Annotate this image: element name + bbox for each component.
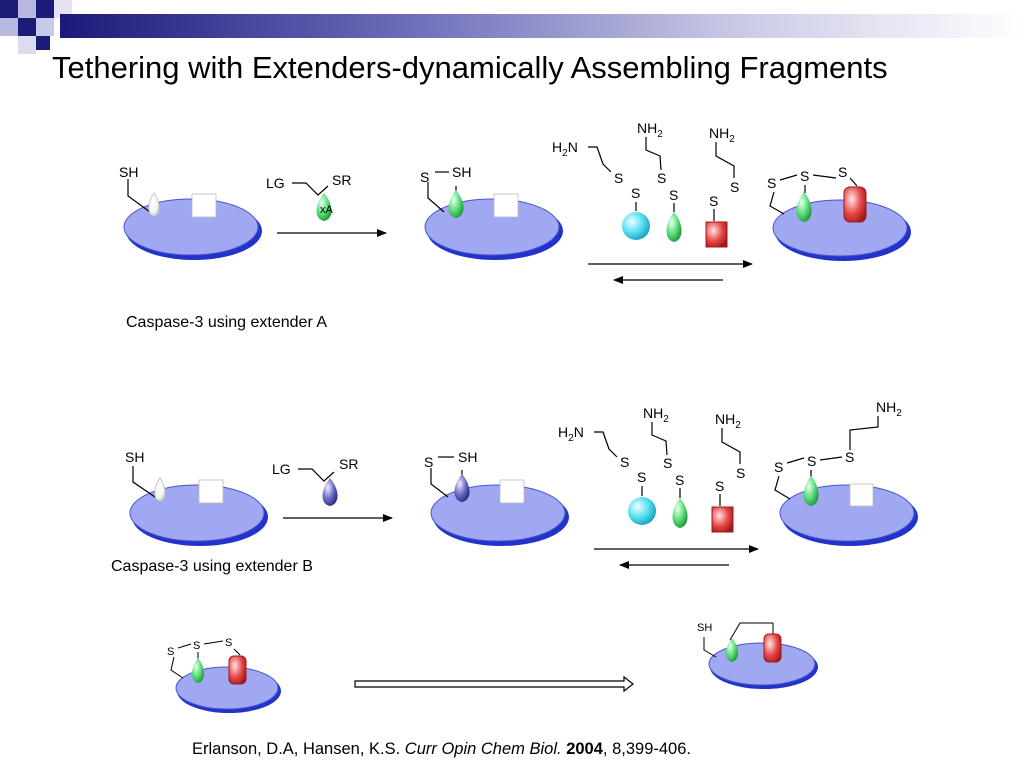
protein-linked-fragment: SH	[697, 622, 818, 689]
extender-a-reagent: LG SR xA	[266, 172, 387, 237]
caption-extender-b: Caspase-3 using extender B	[111, 558, 313, 575]
svg-text:NH2: NH2	[709, 125, 735, 145]
protein-free-thiol-b: SH	[125, 449, 268, 546]
svg-text:NH2: NH2	[637, 120, 663, 140]
sr-label: SR	[332, 172, 351, 188]
svg-text:S: S	[669, 187, 678, 203]
svg-text:S: S	[845, 449, 854, 465]
blue-fragment-drop	[322, 478, 338, 506]
svg-text:S: S	[838, 164, 847, 180]
extender-a-row: SH LG SR xA S SH H2N	[119, 120, 911, 284]
svg-text:S: S	[614, 170, 623, 186]
svg-text:S: S	[225, 637, 232, 649]
protein-tethered-a: S SH	[420, 164, 563, 260]
svg-text:S: S	[807, 453, 816, 469]
protein-tethered-b: S SH	[424, 449, 569, 546]
citation-volume-pages: , 8,399-406.	[602, 740, 691, 758]
thiol-label: SH	[119, 164, 138, 180]
corner-decoration	[0, 0, 72, 54]
svg-text:S: S	[193, 640, 200, 652]
svg-text:SR: SR	[339, 456, 358, 472]
svg-text:LG: LG	[272, 461, 291, 477]
citation-year: 2004	[566, 740, 603, 758]
green-fragment-drop	[448, 190, 464, 218]
summary-row: S S S SH	[167, 622, 818, 713]
svg-text:NH2: NH2	[643, 405, 669, 425]
svg-text:H2N: H2N	[558, 424, 584, 444]
svg-text:S: S	[620, 454, 629, 470]
svg-text:S: S	[167, 646, 174, 658]
svg-text:S: S	[631, 185, 640, 201]
svg-text:S: S	[657, 170, 666, 186]
green-fragment-drop	[316, 193, 332, 221]
svg-text:NH2: NH2	[715, 411, 741, 431]
header-gradient-bar	[60, 14, 1024, 38]
citation-journal: Curr Opin Chem Biol.	[404, 740, 562, 758]
fragment-library-b: H2N S S NH2 S S NH2 S S	[558, 405, 759, 569]
caption-extender-a: Caspase-3 using extender A	[126, 314, 328, 331]
cyan-fragment	[622, 212, 650, 240]
svg-text:S: S	[420, 169, 429, 185]
svg-text:S: S	[715, 478, 724, 494]
extender-b-row: SH LG SR S SH H2N S	[125, 399, 918, 569]
extender-b-reagent: LG SR	[272, 456, 393, 522]
slide-title: Tethering with Extenders-dynamically Ass…	[52, 50, 888, 85]
svg-text:S: S	[730, 179, 739, 195]
empty-site-square	[191, 193, 217, 218]
red-fragment	[705, 221, 728, 248]
svg-text:SH: SH	[125, 449, 144, 465]
svg-text:S: S	[800, 168, 809, 184]
protein-product-b: S S S NH2	[774, 399, 918, 546]
svg-text:H2N: H2N	[552, 139, 578, 159]
xa-label: xA	[320, 204, 334, 216]
svg-text:S: S	[709, 193, 718, 209]
svg-text:S: S	[663, 455, 672, 471]
leaving-group-label: LG	[266, 175, 285, 191]
svg-text:NH2: NH2	[876, 399, 902, 419]
svg-text:S: S	[736, 465, 745, 481]
svg-text:SH: SH	[458, 449, 477, 465]
svg-text:S: S	[637, 469, 646, 485]
protein-small-tethered: S S S	[167, 637, 281, 713]
svg-text:S: S	[774, 459, 783, 475]
protein-product-a: S S S	[767, 164, 911, 261]
hollow-arrow	[354, 675, 634, 693]
protein-free-thiol: SH	[119, 164, 262, 260]
svg-text:S: S	[767, 175, 776, 191]
svg-text:S: S	[424, 454, 433, 470]
green-fragment	[666, 212, 682, 242]
svg-text:SH: SH	[452, 164, 471, 180]
empty-site-drop	[148, 192, 160, 217]
citation: Erlanson, D.A, Hansen, K.S. Curr Opin Ch…	[192, 740, 691, 759]
svg-text:SH: SH	[697, 622, 712, 634]
svg-text:S: S	[675, 472, 684, 488]
citation-authors: Erlanson, D.A, Hansen, K.S.	[192, 740, 405, 758]
fragment-library-a: H2N S S NH2 S S NH2 S S	[552, 120, 753, 284]
